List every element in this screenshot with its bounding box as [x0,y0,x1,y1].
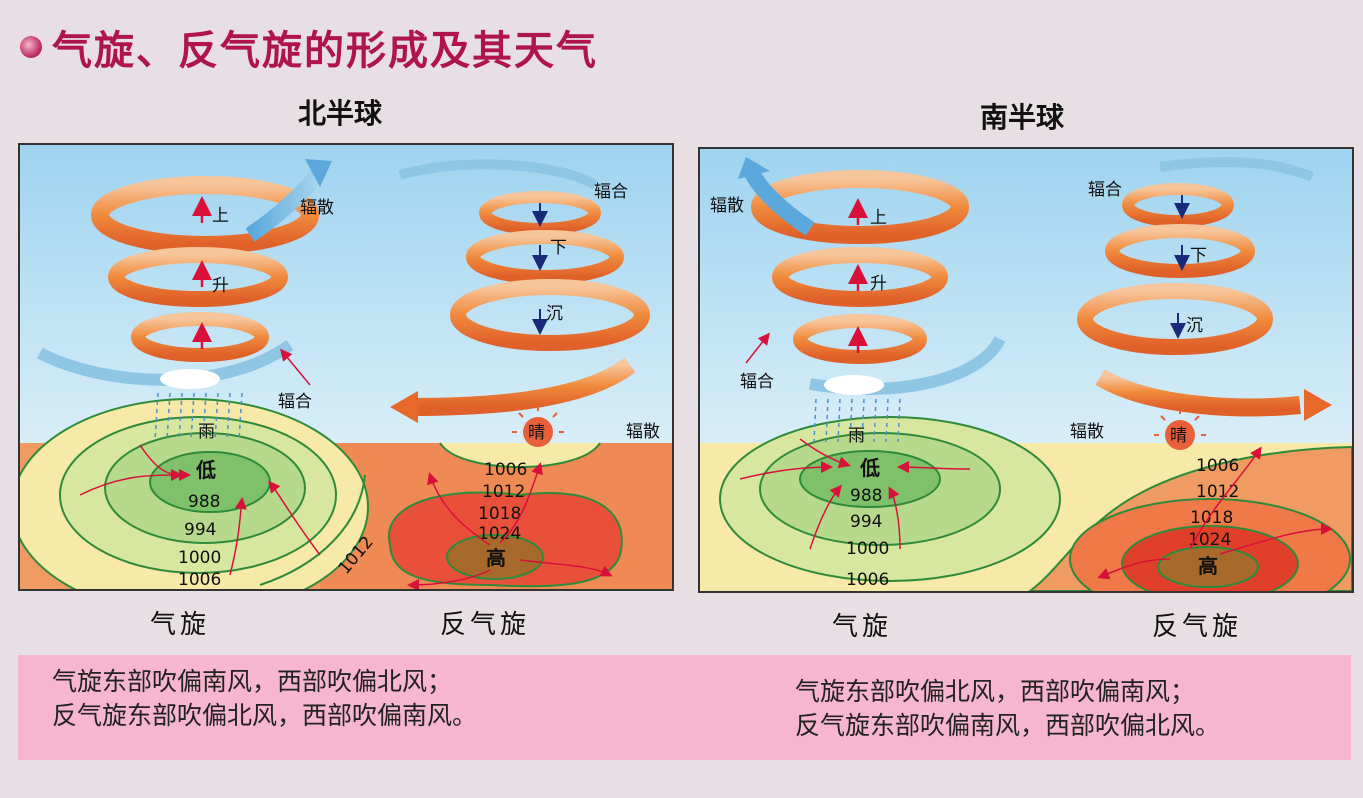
north-hemisphere-heading: 北半球 [298,97,383,130]
title-text: 气旋、反气旋的形成及其天气 [52,28,598,74]
anticyclone-sinking-label-1: 下 [550,238,567,258]
anticyclone-spiral [390,159,650,447]
anticyclone-sinking-label-1: 下 [1190,246,1207,266]
cyclone-rising-label-2: 升 [870,274,887,294]
anticyclone-convergence-label: 辐合 [594,182,628,202]
isobar-1024: 1024 [478,524,521,544]
north-summary: 气旋东部吹偏南风，西部吹偏北风； 反气旋东部吹偏北风，西部吹偏南风。 [52,665,477,733]
cyclone-spiral [738,157,1006,443]
page-title: 气旋、反气旋的形成及其天气 [20,18,598,76]
north-anticyclone-caption: 反气旋 [440,610,531,640]
isobar-1024: 1024 [1188,530,1231,550]
south-summary: 气旋东部吹偏北风，西部吹偏南风； 反气旋东部吹偏南风，西部吹偏北风。 [795,675,1220,743]
isobar-1006-anticyclone: 1006 [484,460,527,480]
cyclone-convergence-label: 辐合 [740,372,774,392]
isobar-988: 988 [188,492,220,512]
low-pressure-label: 低 [859,456,880,480]
isobar-1012-anticyclone: 1012 [482,482,525,502]
anticyclone-spiral [1077,157,1332,450]
cyclone-rising-label-2: 升 [212,276,229,296]
high-pressure-label: 高 [486,546,506,570]
south-hemisphere-heading: 南半球 [980,101,1065,134]
isobar-1006-anticyclone: 1006 [1196,456,1239,476]
isobar-1012: 1012 [1196,482,1239,502]
cyclone-rising-label-1: 上 [870,208,887,228]
sunny-label: 晴 [1170,426,1187,446]
south-summary-line-1: 气旋东部吹偏北风，西部吹偏南风； [795,677,1196,706]
anticyclone-sinking-label-2: 沉 [1186,316,1203,336]
south-anticyclone-caption: 反气旋 [1152,612,1243,642]
anticyclone-sinking-label-2: 沉 [546,304,563,324]
south-hemisphere-diagram: 上 升 辐散 辐合 雨 下 沉 辐合 辐散 晴 低 高 988 994 1000… [698,147,1354,593]
sunny-label: 晴 [528,423,545,443]
anticyclone-convergence-label: 辐合 [1088,180,1122,200]
cyclone-divergence-label: 辐散 [710,196,744,216]
rain-label: 雨 [848,426,865,446]
north-cyclone-caption: 气旋 [150,610,211,640]
isobar-988: 988 [850,486,882,506]
anticyclone-divergence-label: 辐散 [626,422,660,442]
south-cyclone-caption: 气旋 [832,612,893,642]
south-summary-line-2: 反气旋东部吹偏南风，西部吹偏北风。 [795,711,1221,740]
summary-box [18,655,1351,760]
cyclone-spiral [37,159,332,441]
cyclone-rising-label-1: 上 [212,206,229,226]
bullet-icon [20,36,42,58]
isobar-1018: 1018 [1190,508,1233,528]
low-pressure-label: 低 [195,458,216,482]
anticyclone-divergence-label: 辐散 [1070,422,1104,442]
cyclone-divergence-label: 辐散 [300,198,334,218]
isobar-994: 994 [850,512,882,532]
isobar-1006-cyclone: 1006 [178,570,221,589]
north-summary-line-2: 反气旋东部吹偏北风，西部吹偏南风。 [52,701,478,730]
isobar-1000: 1000 [178,548,221,568]
north-summary-line-1: 气旋东部吹偏南风，西部吹偏北风； [52,667,453,696]
north-hemisphere-diagram: 上 升 辐散 辐合 雨 下 沉 辐合 辐散 晴 低 高 988 994 1000… [18,143,674,591]
cyclone-convergence-label: 辐合 [278,392,312,412]
isobar-994: 994 [184,520,216,540]
isobar-1018: 1018 [478,504,521,524]
isobar-1006-cyclone: 1006 [846,570,889,590]
high-pressure-label: 高 [1198,554,1218,578]
rain-label: 雨 [198,422,215,442]
isobar-1000: 1000 [846,539,889,559]
